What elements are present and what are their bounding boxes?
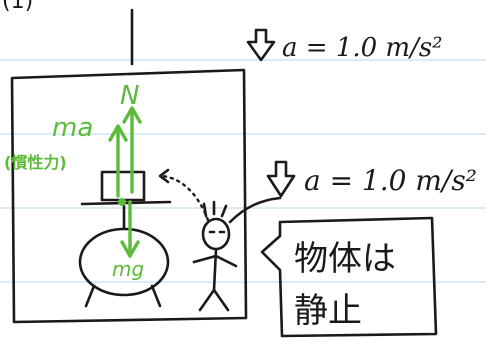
force-arrows: N ma (慣性力) mg xyxy=(4,81,144,281)
observer-legs xyxy=(198,288,230,312)
observer-accel-label: a = 1.0 m/s² xyxy=(304,164,477,197)
scale-platform xyxy=(80,200,172,206)
speech-line-2: 静止 xyxy=(294,291,362,331)
observer-sightline xyxy=(160,174,210,222)
speech-bubble-outline xyxy=(260,216,438,338)
inertial-force-note: (慣性力) xyxy=(4,153,67,172)
elevator-accel-arrow-icon xyxy=(246,28,276,62)
normal-force-label: N xyxy=(120,81,139,111)
observer-hair xyxy=(202,200,228,218)
elevator-accel-label: a = 1.0 m/s² xyxy=(282,33,443,63)
problem-number: (1) xyxy=(2,0,33,14)
scale-leg-left xyxy=(84,284,96,308)
scale xyxy=(78,204,170,308)
elevator-box xyxy=(10,68,248,324)
observer-pointer-line xyxy=(228,196,282,224)
ruled-lines xyxy=(0,59,486,283)
speech-line-1: 物体は xyxy=(294,239,396,279)
object-center-dot xyxy=(118,198,126,206)
object-body xyxy=(100,170,146,202)
observer-arms xyxy=(192,254,238,268)
inertial-force-arrowhead-icon xyxy=(108,124,128,142)
gravity-arrowhead-icon xyxy=(120,240,140,258)
observer-accel-arrow-icon xyxy=(266,160,296,198)
inertial-force-label: ma xyxy=(52,113,93,143)
gravity-label: mg xyxy=(112,257,144,281)
sightline-arrowhead-icon xyxy=(158,168,170,184)
observer-head xyxy=(201,217,231,251)
scale-leg-right xyxy=(150,284,162,308)
speech-bubble: 物体は 静止 xyxy=(260,216,438,338)
normal-force-arrowhead-icon xyxy=(122,106,142,124)
object-block xyxy=(80,170,172,206)
observer-figure xyxy=(192,200,238,312)
